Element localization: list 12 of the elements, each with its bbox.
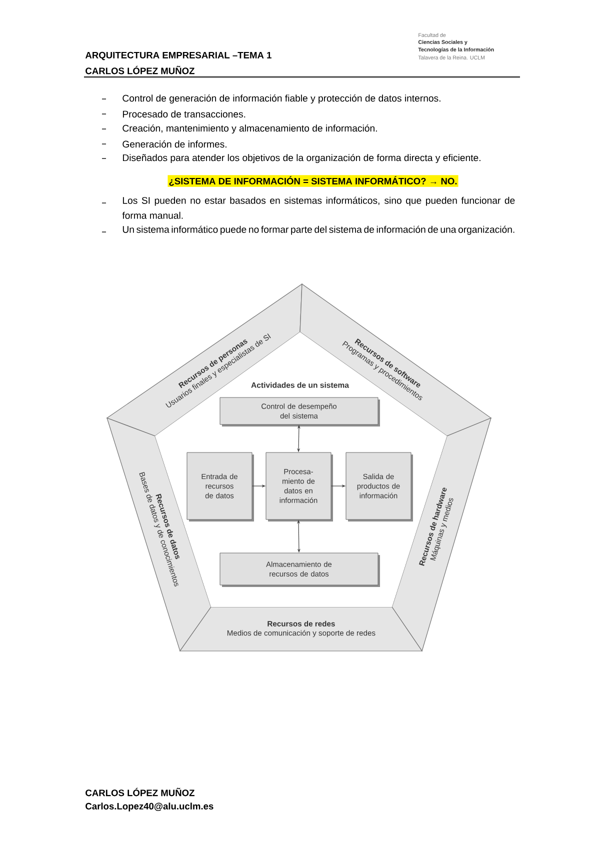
header-text: CARLOS LÓPEZ MUÑOZ — [86, 788, 194, 796]
bullet-text: Control de generación de información fiable y protección de datos internos. — [122, 94, 440, 104]
bullet-text: Los SI pueden no estar basados en sistemas informáticos, sino que pueden funcionar de forma manual. — [122, 196, 515, 219]
bullet-text: Un sistema informático puede no formar parte del sistema de información de una organización. — [122, 226, 514, 235]
bullet-text: Creación, mantenimiento y almacenamiento de información. — [122, 124, 377, 134]
header-text: Carlos.Lopez40@alu.uclm.es — [86, 802, 214, 812]
header-text: ARQUITECTURA EMPRESARIAL –TEMA 1 — [85, 52, 272, 60]
bullet-text: Procesado de transacciones. — [122, 110, 246, 118]
bullet-text: Generación de informes. — [122, 140, 226, 148]
bullet-text: Diseñados para atender los objetivos de la organización de forma directa y eficiente. — [122, 154, 480, 164]
highlighted-question: ¿SISTEMA DE INFORMACIÓN = SISTEMA INFORMÁTICO? → NO. — [168, 175, 458, 187]
header-text: CARLOS LÓPEZ MUÑOZ — [86, 66, 194, 74]
